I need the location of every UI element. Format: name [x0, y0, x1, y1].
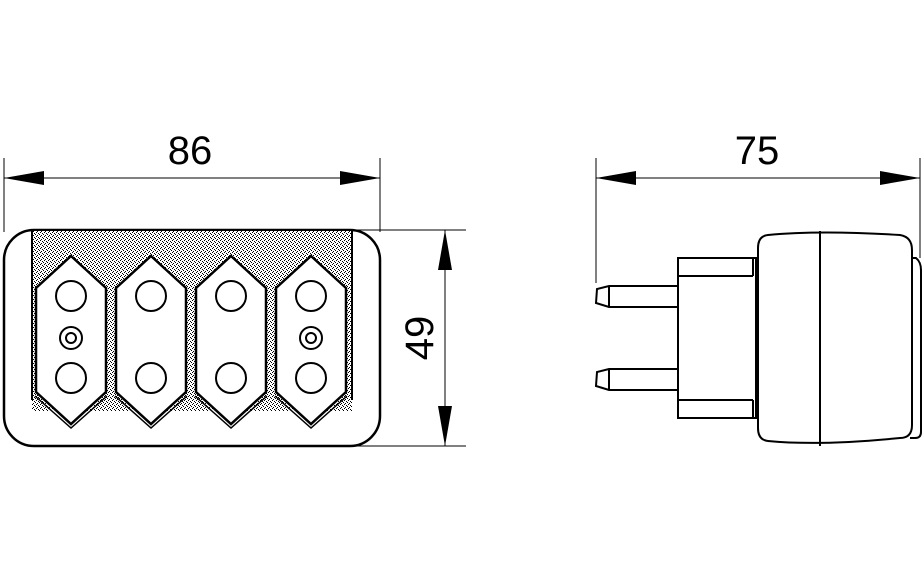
- contact-hole-top: [295, 280, 327, 312]
- contact-hole-top: [55, 280, 87, 312]
- contact-hole-top: [135, 280, 167, 312]
- side-view: [594, 231, 922, 446]
- pin-top: [594, 285, 678, 308]
- front-view: [2, 228, 382, 448]
- dimension-label-depth: 75: [735, 129, 780, 173]
- dimension-86: [3, 158, 381, 232]
- contact-hole-bottom: [55, 362, 87, 394]
- contact-hole-bottom: [135, 362, 167, 394]
- plug-base: [677, 257, 757, 419]
- contact-hole-bottom: [215, 362, 247, 394]
- socket-outline: [194, 254, 268, 426]
- socket-shadow: [114, 395, 188, 430]
- body-outline: [757, 231, 913, 444]
- socket-shadow: [34, 395, 108, 430]
- socket-outline: [114, 254, 188, 426]
- ground-ring-inner: [65, 332, 77, 344]
- socket-shadow: [194, 395, 268, 430]
- contact-hole-bottom: [295, 362, 327, 394]
- dimension-label-height: 49: [398, 316, 442, 361]
- dimension-75: [595, 158, 921, 283]
- dimension-label-width: 86: [168, 129, 213, 173]
- ground-ring-inner: [305, 332, 317, 344]
- contact-hole-top: [215, 280, 247, 312]
- dimension-49: [356, 229, 466, 447]
- socket-shadow: [274, 395, 348, 430]
- pin-bottom: [594, 368, 678, 391]
